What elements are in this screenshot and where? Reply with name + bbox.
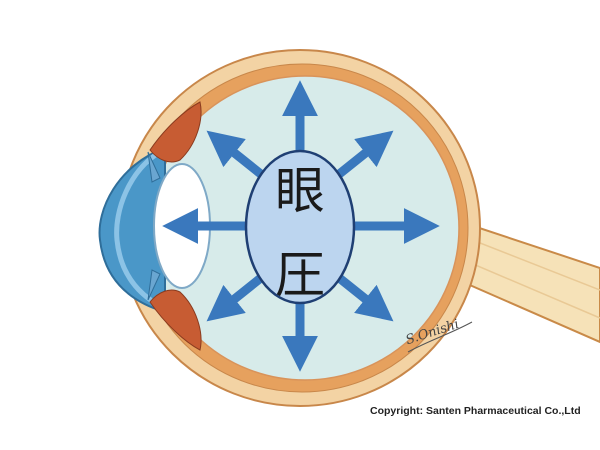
copyright-notice: Copyright: Santen Pharmaceutical Co.,Ltd: [370, 405, 581, 417]
arrow-up-right: [335, 130, 394, 179]
pressure-center-ellipse: [244, 149, 356, 305]
pressure-arrows: [162, 80, 440, 372]
arrow-down-left: [206, 273, 265, 322]
ciliary-body-upper: [149, 101, 202, 163]
center-label-bottom: 圧: [275, 246, 325, 304]
center-label-top: 眼: [275, 162, 325, 220]
cornea: [98, 146, 166, 314]
arrow-up-left: [206, 130, 265, 179]
ciliary-body-lower: [149, 289, 202, 351]
arrow-down-right: [335, 273, 394, 322]
